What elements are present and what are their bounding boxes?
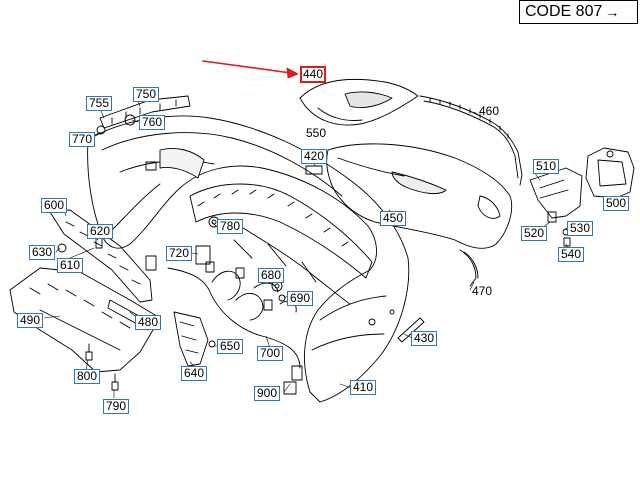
callout-550[interactable]: 550 <box>306 126 327 140</box>
callout-900[interactable]: 900 <box>254 386 281 401</box>
part-430-reflector <box>397 317 425 343</box>
callout-540[interactable]: 540 <box>558 247 585 262</box>
callout-430[interactable]: 430 <box>411 331 438 346</box>
code-label: CODE 807 <box>525 3 603 20</box>
part-420-insert <box>305 165 323 175</box>
part-470-strip <box>459 249 479 287</box>
part-460-trim-strip <box>419 95 523 186</box>
callout-800[interactable]: 800 <box>74 369 101 384</box>
callout-600[interactable]: 600 <box>41 198 68 213</box>
part-410-bumper-cover <box>87 115 410 403</box>
callout-510[interactable]: 510 <box>533 159 560 174</box>
callout-490[interactable]: 490 <box>17 313 44 328</box>
part-790-screw <box>111 373 119 391</box>
callout-750[interactable]: 750 <box>133 87 160 102</box>
callout-620[interactable]: 620 <box>87 224 114 239</box>
callout-470[interactable]: 470 <box>472 284 493 298</box>
callout-720[interactable]: 720 <box>166 246 193 261</box>
callout-500[interactable]: 500 <box>603 196 630 211</box>
part-610-630-fasteners <box>57 237 103 253</box>
callout-690[interactable]: 690 <box>287 291 314 306</box>
part-440-upper-trim <box>299 78 419 126</box>
part-640-bracket <box>173 311 216 367</box>
part-carrier-frame <box>145 148 373 305</box>
callout-440[interactable]: 440 <box>300 66 327 83</box>
part-500-lamp-cover <box>585 147 635 199</box>
callout-460[interactable]: 460 <box>479 104 500 118</box>
part-450-diffuser <box>326 143 513 249</box>
callout-700[interactable]: 700 <box>257 346 284 361</box>
callout-790[interactable]: 790 <box>103 399 130 414</box>
callout-640[interactable]: 640 <box>181 366 208 381</box>
callout-680[interactable]: 680 <box>258 268 285 283</box>
callout-755[interactable]: 755 <box>86 96 113 111</box>
callout-610[interactable]: 610 <box>57 258 84 273</box>
part-760-clip <box>96 114 136 135</box>
callout-650[interactable]: 650 <box>217 339 244 354</box>
callout-420[interactable]: 420 <box>301 149 328 164</box>
part-600-side-bracket <box>49 209 153 303</box>
callout-770[interactable]: 770 <box>69 132 96 147</box>
part-690-clip <box>278 294 286 302</box>
part-700-harness <box>145 245 301 369</box>
callout-410[interactable]: 410 <box>350 380 377 395</box>
part-900-cover <box>283 365 303 395</box>
callout-520[interactable]: 520 <box>521 226 548 241</box>
callout-480[interactable]: 480 <box>135 315 162 330</box>
code-label-box: CODE 807 → <box>519 0 638 24</box>
part-510-bracket <box>529 167 583 219</box>
callout-630[interactable]: 630 <box>29 245 56 260</box>
callout-760[interactable]: 760 <box>139 115 166 130</box>
callout-450[interactable]: 450 <box>380 211 407 226</box>
callout-530[interactable]: 530 <box>567 221 594 236</box>
part-800-screw <box>85 343 93 361</box>
highlight-arrow <box>202 60 299 79</box>
arrow-right-icon: → <box>605 4 619 20</box>
callout-780[interactable]: 780 <box>217 219 244 234</box>
